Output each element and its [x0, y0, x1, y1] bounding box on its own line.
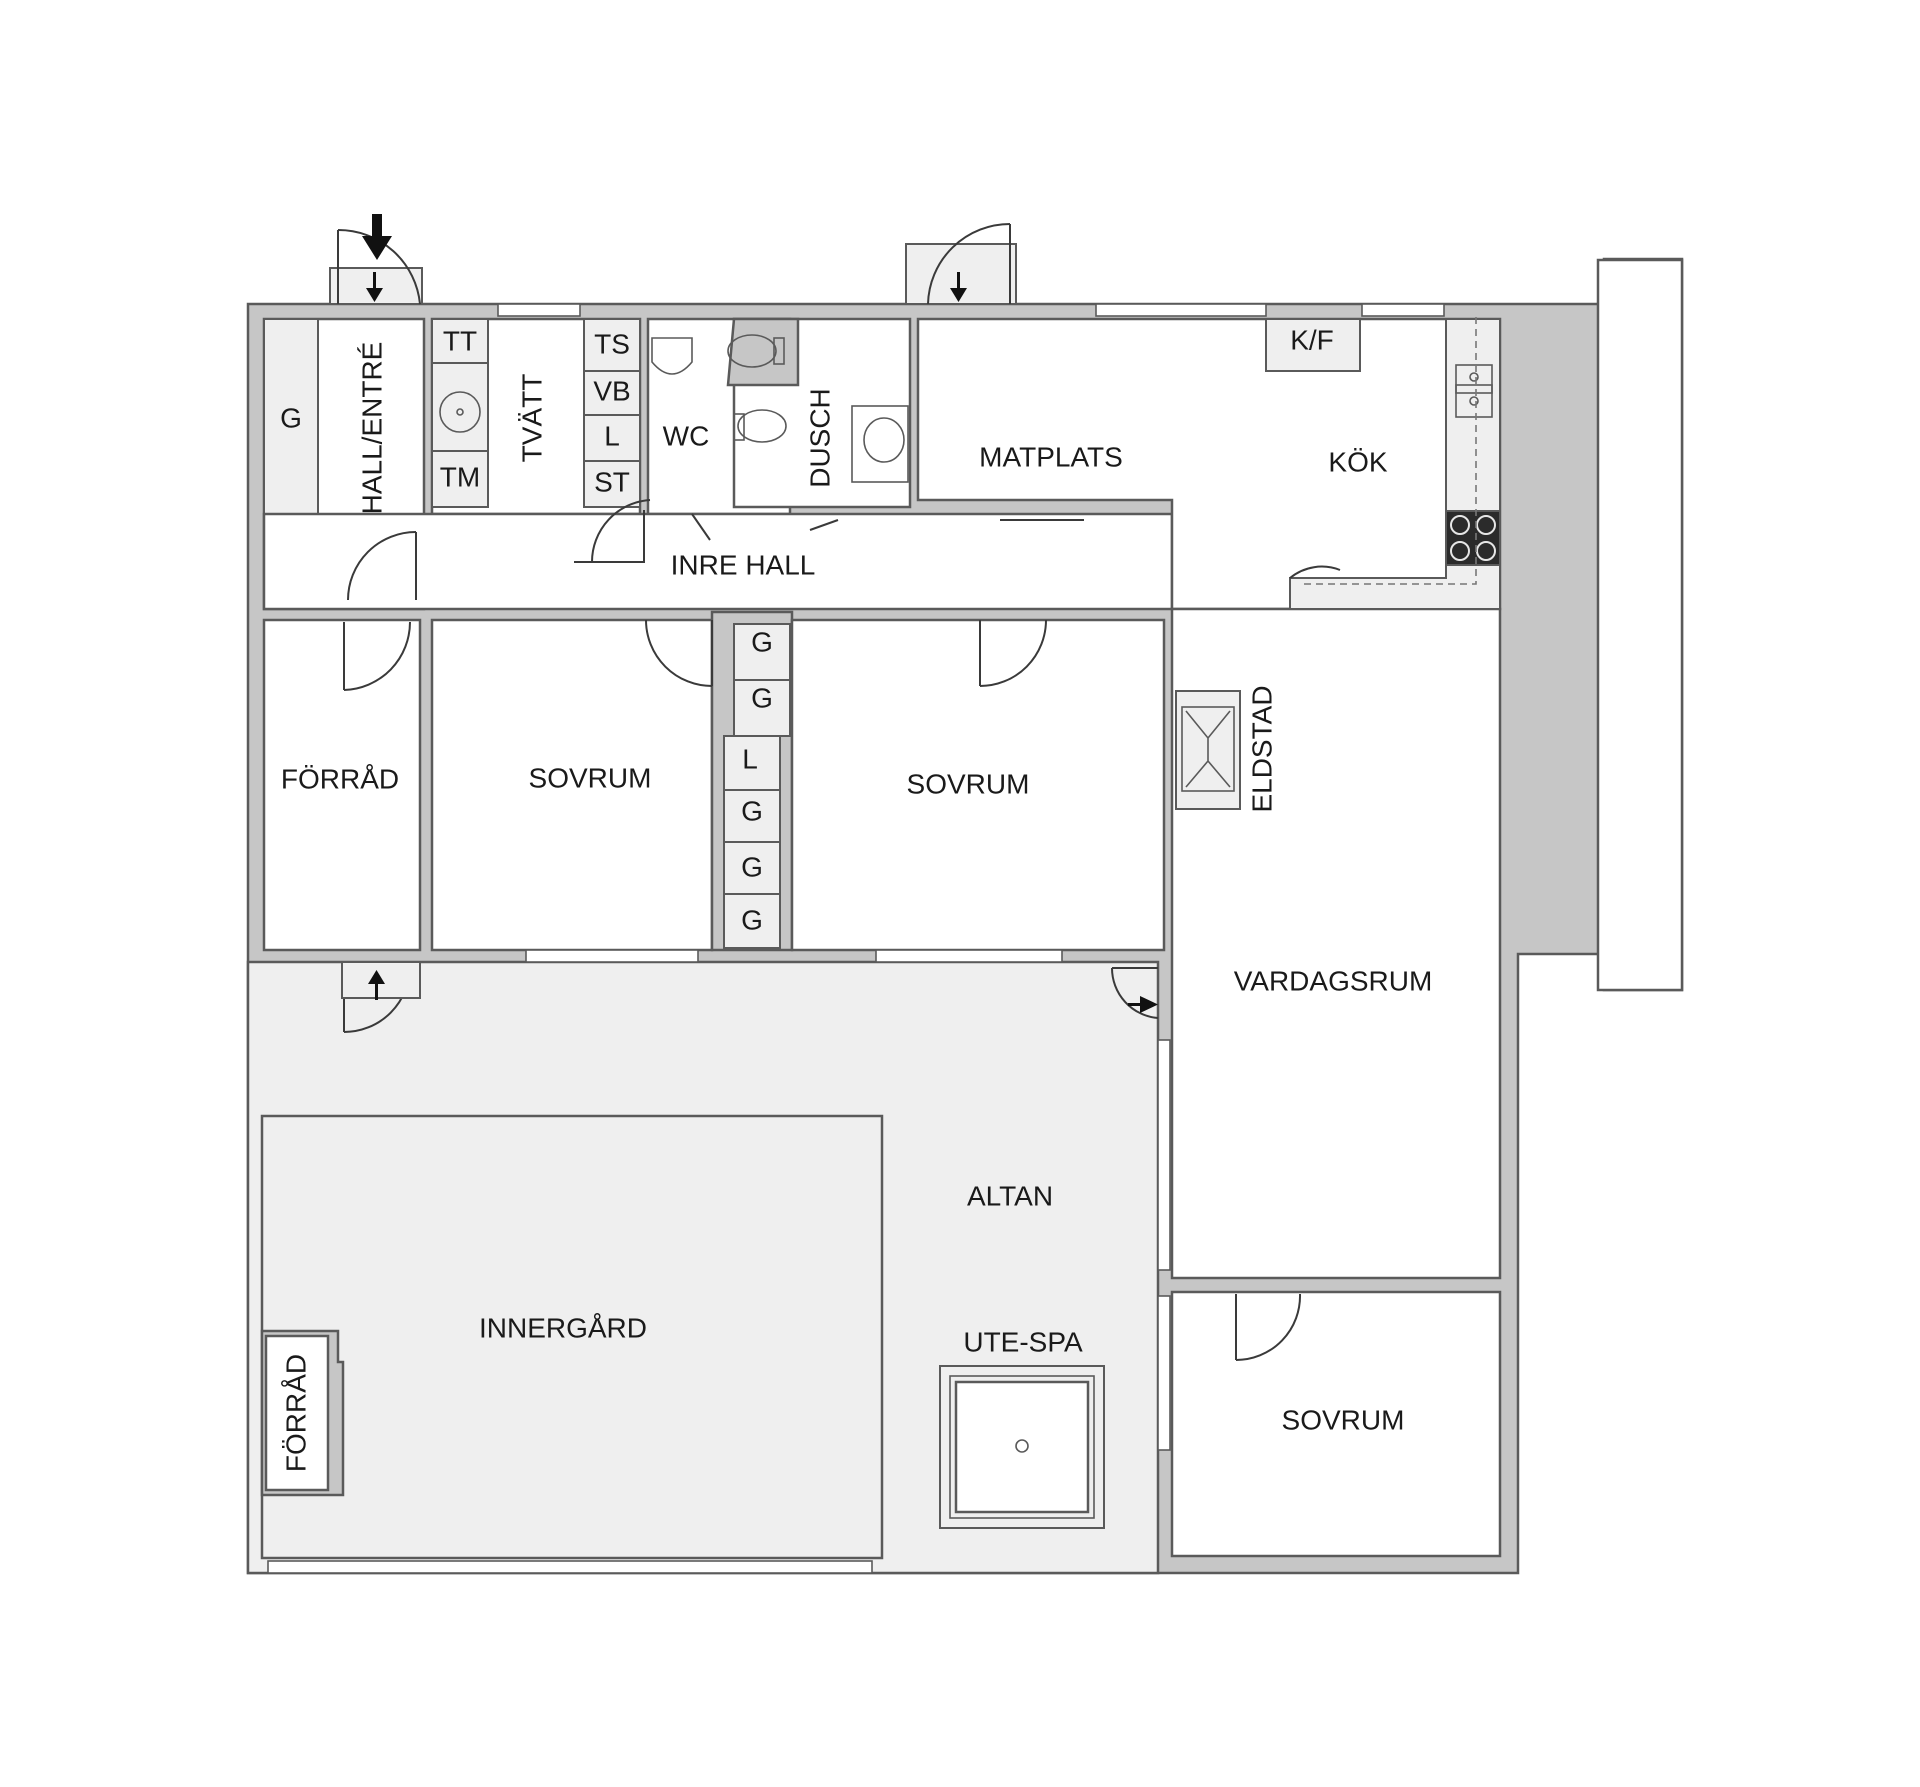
label-hall-entre: HALL/ENTRÉ [356, 342, 387, 515]
innergard-area [260, 1114, 884, 1560]
label-sovrum-3: SOVRUM [1282, 1404, 1405, 1435]
label-ute-spa: UTE-SPA [963, 1326, 1083, 1357]
label-tm: TM [440, 461, 480, 492]
sovrum-3-room [1170, 1290, 1502, 1558]
toilet-icon [727, 334, 785, 368]
fireplace-icon [1181, 706, 1235, 792]
label-innergard: INNERGÅRD [479, 1312, 647, 1343]
door-arrow-icon [366, 272, 1158, 1013]
wardrobe-g-5 [723, 893, 781, 949]
spa-drain [1015, 1439, 1029, 1453]
label-forrad-yard: FÖRRÅD [280, 1354, 311, 1472]
counter-edge-dash [1300, 317, 1477, 585]
label-st: ST [594, 466, 630, 497]
entry-arrow-icon [362, 214, 392, 260]
label-g-wardrobe-4: G [741, 851, 763, 882]
label-altan: ALTAN [967, 1180, 1053, 1211]
side-strip [1596, 258, 1684, 992]
windows [267, 303, 1445, 1574]
label-ts: TS [594, 328, 630, 359]
label-g-wardrobe-3: G [741, 795, 763, 826]
dusch-wall [726, 317, 800, 387]
label-vb: VB [593, 375, 630, 406]
spa-tub-basin [954, 1380, 1090, 1514]
stove [1445, 510, 1501, 566]
vb-cabinet [583, 370, 641, 416]
sovrum-2-room [790, 618, 1166, 952]
label-matplats: MATPLATS [979, 441, 1123, 472]
label-g-hall: G [280, 402, 302, 433]
label-l-laundry: L [604, 420, 620, 451]
forrad-room [262, 618, 422, 952]
forrad-yard-room [264, 1334, 330, 1492]
l-cabinet [583, 414, 641, 462]
tt-cabinet [431, 318, 489, 364]
label-g-wardrobe-2: G [751, 682, 773, 713]
label-sovrum-2: SOVRUM [907, 768, 1030, 799]
spa-tub-inner [949, 1375, 1095, 1519]
sink-icon [439, 391, 481, 433]
label-l-wardrobe: L [742, 743, 758, 774]
label-tt: TT [443, 325, 477, 356]
wardrobe-g-3 [723, 789, 781, 843]
label-forrad-main: FÖRRÅD [281, 763, 399, 794]
dusch-toilet-icon [733, 409, 787, 443]
ts-cabinet [583, 318, 641, 372]
stove-icon [1450, 515, 1496, 561]
label-eldstad: ELDSTAD [1246, 685, 1277, 812]
label-vardagsrum: VARDAGSRUM [1234, 965, 1433, 996]
label-wc: WC [663, 420, 710, 451]
st-cabinet [583, 460, 641, 508]
label-g-wardrobe-1: G [751, 626, 773, 657]
wardrobe-l [723, 735, 781, 791]
dusch-sink-icon [851, 405, 909, 483]
wardrobe-g-1 [733, 623, 791, 681]
label-inre-hall: INRE HALL [671, 549, 816, 580]
kitchen-sink-icon [1455, 364, 1493, 418]
wardrobe-g-4 [723, 841, 781, 895]
label-sovrum-1: SOVRUM [529, 762, 652, 793]
label-kok: KÖK [1328, 446, 1387, 477]
kf-cabinet [1265, 318, 1361, 372]
wc-sink-icon [651, 337, 693, 375]
label-kf: K/F [1290, 324, 1334, 355]
label-tvatt: TVÄTT [516, 374, 547, 463]
tm-cabinet [431, 450, 489, 508]
label-g-wardrobe-5: G [741, 904, 763, 935]
label-dusch: DUSCH [804, 388, 835, 488]
